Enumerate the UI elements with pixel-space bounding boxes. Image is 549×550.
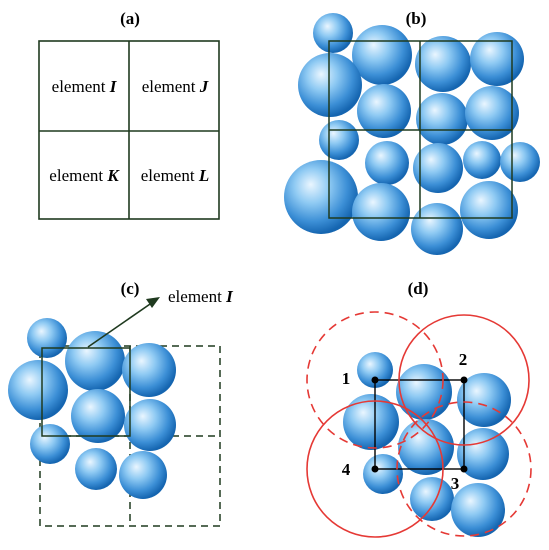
particles-c — [8, 318, 176, 499]
panel-c: (c) element I — [8, 279, 234, 527]
element-k-prefix: element — [49, 166, 103, 185]
node-3 — [460, 465, 468, 473]
panel-a-title: (a) — [120, 9, 140, 28]
particle — [398, 419, 454, 475]
node-label-1: 1 — [342, 369, 351, 388]
nodes — [371, 376, 468, 473]
particle — [451, 483, 505, 537]
element-i-box — [41, 347, 131, 437]
element-l-prefix: element — [141, 166, 195, 185]
particle — [410, 477, 454, 521]
particle — [343, 394, 399, 450]
element-label-i: element I — [52, 77, 118, 96]
dashed-circle-node-1 — [306, 311, 444, 449]
particle — [463, 141, 501, 179]
node-square — [374, 379, 465, 470]
node-2 — [460, 376, 468, 384]
particle — [465, 86, 519, 140]
callout-arrow-head — [146, 297, 160, 308]
panel-c-title: (c) — [121, 279, 140, 298]
element-grid-b — [328, 40, 513, 219]
element-i-prefix: element — [52, 77, 106, 96]
element-j-letter: J — [199, 77, 209, 96]
panel-d: (d) 1 2 3 4 — [306, 279, 532, 538]
node-label-4: 4 — [342, 460, 351, 479]
influence-circles — [306, 311, 532, 538]
particle — [457, 373, 511, 427]
node-label-3: 3 — [451, 474, 460, 493]
element-i-letter: I — [109, 77, 118, 96]
node-label-2: 2 — [459, 350, 468, 369]
element-grid — [38, 40, 220, 220]
panel-b-title: (b) — [406, 9, 427, 28]
particle — [470, 32, 524, 86]
particle — [71, 389, 125, 443]
solid-circle-node-2 — [398, 314, 530, 446]
particle — [30, 424, 70, 464]
panel-b: (b) — [284, 9, 540, 255]
particle — [413, 143, 463, 193]
callout-arrow-line — [87, 301, 154, 348]
particle — [416, 93, 468, 145]
element-label-l: element L — [141, 166, 209, 185]
callout-prefix: element — [168, 287, 222, 306]
node-connection-square — [374, 379, 465, 470]
particle — [75, 448, 117, 490]
particle — [352, 183, 410, 241]
particle — [396, 364, 452, 420]
particle — [319, 120, 359, 160]
particle — [357, 352, 393, 388]
particle — [411, 203, 463, 255]
particle — [122, 343, 176, 397]
particle — [352, 25, 412, 85]
particle — [357, 84, 411, 138]
callout-arrow — [87, 297, 160, 348]
element-label-j: element J — [142, 77, 209, 96]
element-j-prefix: element — [142, 77, 196, 96]
callout-letter: I — [225, 287, 234, 306]
particle — [119, 451, 167, 499]
callout-label: element I — [168, 287, 234, 306]
particle — [500, 142, 540, 182]
particle — [27, 318, 67, 358]
node-4 — [371, 465, 379, 473]
panel-d-title: (d) — [408, 279, 429, 298]
solid-circle-node-4 — [306, 400, 444, 538]
element-k-letter: K — [106, 166, 120, 185]
particle — [457, 428, 509, 480]
element-l-letter: L — [198, 166, 209, 185]
particle — [363, 454, 403, 494]
dashed-circle-node-3 — [396, 401, 532, 537]
node-1 — [371, 376, 379, 384]
particle — [298, 53, 362, 117]
particle — [8, 360, 68, 420]
particle — [313, 13, 353, 53]
particle — [415, 36, 471, 92]
particle — [284, 160, 358, 234]
particle — [365, 141, 409, 185]
particle — [65, 331, 125, 391]
particle — [124, 399, 176, 451]
particles-d — [343, 352, 511, 537]
particle — [460, 181, 518, 239]
solid-element-box — [41, 347, 131, 437]
element-label-k: element K — [49, 166, 120, 185]
particles-b — [284, 13, 540, 255]
panel-a: (a) element I element J element K elemen… — [38, 9, 220, 220]
